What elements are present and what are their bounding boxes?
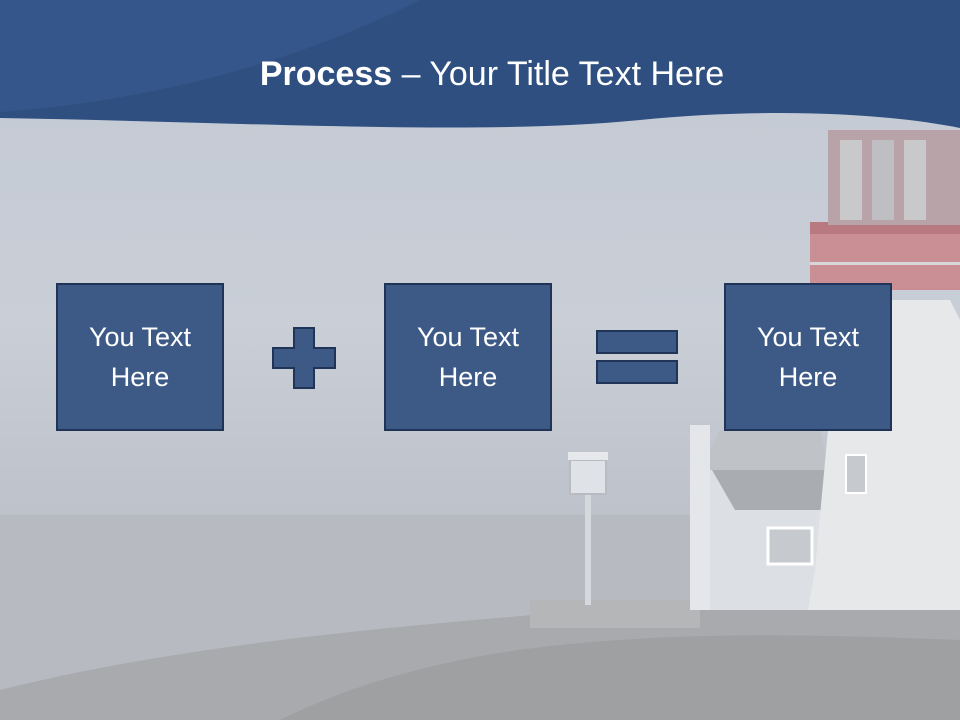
- process-box-1-text: You Text Here: [88, 322, 192, 392]
- process-box-3-text: You Text Here: [756, 322, 860, 392]
- plus-icon: [272, 327, 336, 389]
- title-rest: – Your Title Text Here: [392, 55, 725, 93]
- equals-icon: [596, 330, 678, 384]
- process-box-2-text: You Text Here: [416, 322, 520, 392]
- title-bold: Process: [259, 55, 393, 93]
- process-box-2: You Text Here: [384, 283, 552, 431]
- process-box-3: You Text Here: [724, 283, 892, 431]
- slide-title: Process – Your Title Text Here: [0, 52, 960, 96]
- process-box-1: You Text Here: [56, 283, 224, 431]
